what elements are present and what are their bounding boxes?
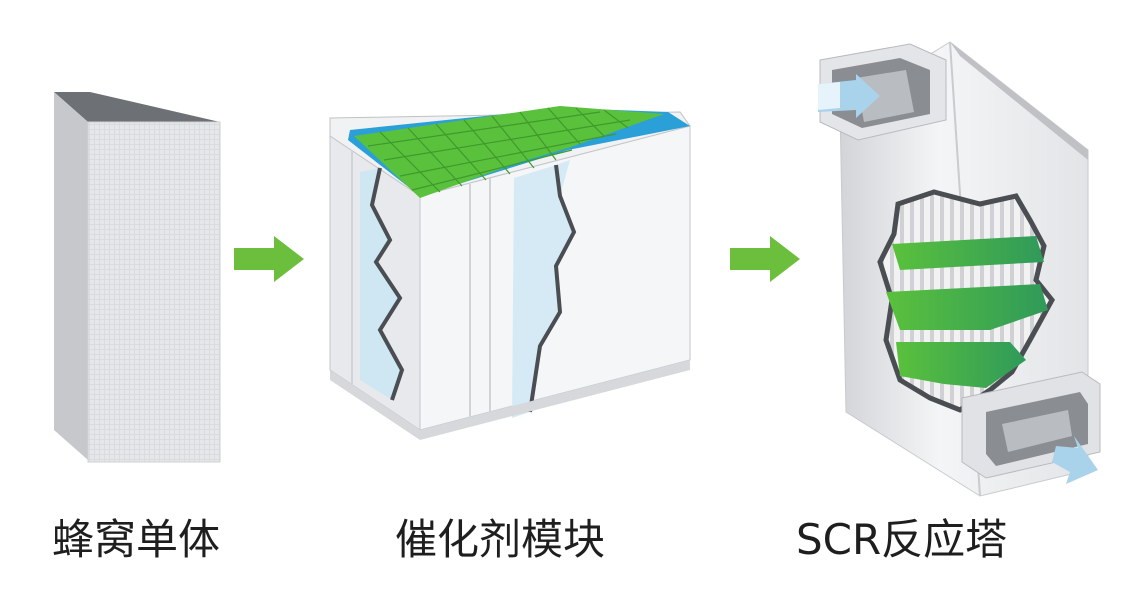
honeycomb-unit-icon (54, 92, 221, 463)
right-arrow-icon (234, 236, 304, 282)
step-label-catalyst-module: 催化剂模块 (395, 515, 606, 564)
scr-reactor-tower-icon (818, 41, 1101, 497)
catalyst-module-icon (329, 106, 691, 440)
right-arrow-icon (730, 236, 800, 282)
step-label-honeycomb-unit: 蜂窝单体 (52, 515, 221, 564)
step-label-scr-reactor-tower: SCR反应塔 (796, 515, 1008, 564)
process-illustration (54, 41, 1101, 497)
